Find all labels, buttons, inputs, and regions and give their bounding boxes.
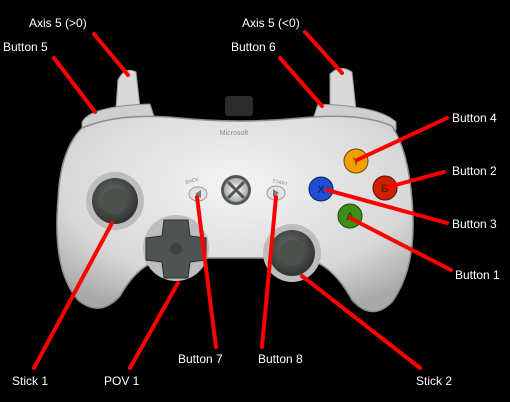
leader-stick1 [32,221,114,370]
leader-button7 [195,195,218,349]
label-button3: Button 3 [452,217,497,231]
leader-stick2 [300,274,422,370]
label-pov1: POV 1 [104,374,140,388]
leader-pov1 [128,281,180,370]
button-b [372,175,398,201]
xbox-logo-icon [226,180,246,200]
start-button-label: START [271,178,288,188]
back-button-label: BACK [185,176,200,185]
controller-body [56,115,414,313]
left-stick-cap [102,188,128,214]
cable-connector [225,96,253,116]
label-button7: Button 7 [178,352,223,366]
brand-mark: Microsoft [220,130,248,137]
label-button8: Button 8 [258,352,303,366]
label-axis5-neg: Axis 5 (<0) [242,16,300,30]
leader-button4 [355,116,449,162]
leader-button8 [260,195,278,349]
label-button6: Button 6 [231,40,276,54]
label-stick1: Stick 1 [12,374,49,388]
start-arrow-icon [273,189,279,197]
back-arrow-icon [195,190,201,198]
label-axis5-pos: Axis 5 (>0) [29,16,87,30]
leader-button3 [325,188,449,225]
label-button2: Button 2 [452,164,497,178]
leader-button6 [278,56,324,108]
leader-button5 [52,56,97,114]
label-button5: Button 5 [3,40,48,54]
right-stick-cap [279,240,305,266]
leader-button2 [386,170,446,189]
button-y-letter: Y [352,156,360,168]
button-x [308,176,334,202]
button-x-letter: X [317,184,325,196]
dpad-center [170,243,182,255]
label-stick2: Stick 2 [416,374,453,388]
label-button1: Button 1 [455,268,500,282]
label-button4: Button 4 [452,111,497,125]
button-b-letter: B [381,183,389,195]
leader-axis5-neg [303,30,344,75]
leader-button1 [348,216,453,272]
leader-axis5-pos [92,32,130,77]
